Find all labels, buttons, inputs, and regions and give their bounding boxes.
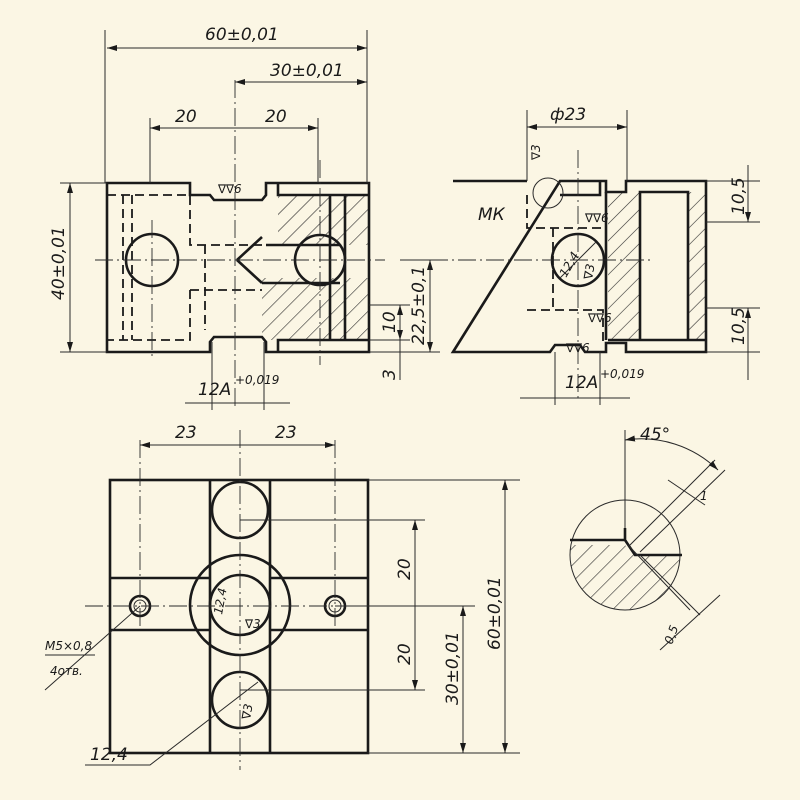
dim-10-5-top: 10,5 — [729, 177, 749, 215]
front-view: 60±0,01 30±0,01 20 20 ∇∇6 40±0,01 22,5±0… — [49, 25, 440, 410]
roughness-top: ∇∇6 — [217, 182, 242, 196]
dim-60: 60±0,01 — [205, 25, 279, 45]
center-hole-roughness: ∇3 — [244, 617, 261, 631]
side-dim-slot-tolerance: +0,019 — [600, 367, 644, 381]
dim-30: 30±0,01 — [270, 61, 344, 81]
side-dim-slot-12a: 12A — [565, 373, 598, 393]
dim-20-left: 20 — [175, 107, 197, 127]
roughness-upper: ∇∇6 — [584, 211, 609, 225]
detail-dim-1: 1 — [700, 489, 708, 503]
dim-slot-12a: 12A — [198, 380, 231, 400]
dim-30-top: 30±0,01 — [443, 631, 463, 705]
thread-count: 4отв. — [50, 664, 83, 678]
top-view: 12,4 ∇3 ∇3 23 23 20 20 30±0,01 60±0,01 М… — [44, 423, 520, 770]
front-outline — [105, 181, 371, 354]
dim-20-upper: 20 — [395, 558, 415, 580]
center-hole-dia: 12,4 — [211, 587, 229, 616]
side-outline — [450, 179, 708, 354]
dim-40: 40±0,01 — [49, 226, 69, 300]
detail-callout-circle — [532, 177, 564, 209]
bottom-hole-roughness: ∇3 — [239, 703, 256, 722]
dim-22-5: 22,5±0,1 — [409, 266, 429, 345]
roughness-lower: ∇∇6 — [587, 311, 612, 325]
dim-slot-tolerance: +0,019 — [235, 373, 279, 387]
dim-phi-23: ф23 — [550, 105, 586, 125]
dim-10-5-bottom: 10,5 — [729, 307, 749, 345]
roughness-3: ∇3 — [529, 144, 543, 161]
section-hatch-upper — [278, 195, 368, 245]
dim-3: 3 — [380, 369, 400, 380]
side-view: МК 12,4 ∇3 ∇∇6 vigil ∇∇6 ∇∇6 ф23 ∇3 10,5… — [430, 105, 760, 405]
section-hatch-lower — [262, 278, 368, 340]
dim-20-right: 20 — [265, 107, 287, 127]
thread-label: М5×0,8 — [45, 639, 92, 653]
dim-60-top: 60±0,01 — [485, 576, 505, 650]
dim-23-right: 23 — [275, 423, 297, 443]
dim-10: 10 — [380, 311, 400, 333]
top-outline — [108, 478, 370, 755]
side-hole-roughness: ∇3 — [581, 263, 598, 282]
detail-angle: 45° — [640, 425, 670, 445]
dim-23-left: 23 — [175, 423, 197, 443]
label-mk: МК — [478, 205, 506, 225]
detail-dim-0-5: 0,5 — [662, 623, 682, 646]
dim-20-lower: 20 — [395, 643, 415, 665]
roughness-bottom: ∇∇6 — [565, 341, 590, 355]
leader-hole-dia: 12,4 — [90, 745, 128, 765]
detail-view: 45° 1 0,5 — [569, 425, 726, 651]
